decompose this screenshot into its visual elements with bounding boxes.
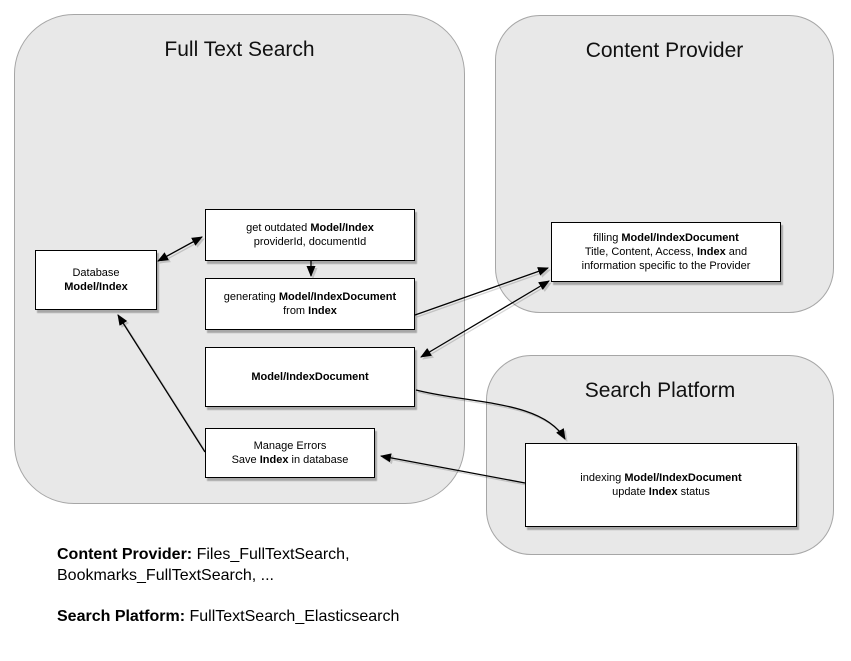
- text-segment: from: [283, 305, 309, 317]
- node-text-line: filling Model/IndexDocument: [593, 231, 738, 245]
- legend-value: Files_FullTextSearch, Bookmarks_FullText…: [57, 546, 350, 584]
- text-segment: status: [677, 486, 710, 498]
- node-database-model-index: Database Model/Index: [35, 250, 157, 310]
- text-segment: Model/IndexDocument: [624, 472, 742, 484]
- text-segment: Manage Errors: [253, 440, 327, 452]
- node-text-line: indexing Model/IndexDocument: [580, 471, 741, 485]
- node-text-line: get outdated Model/Index: [246, 221, 374, 235]
- node-text-line: providerId, documentId: [254, 235, 367, 249]
- legend-content-provider: Content Provider: Files_FullTextSearch, …: [57, 544, 429, 586]
- text-segment: in database: [288, 454, 349, 466]
- text-segment: get outdated: [246, 222, 311, 234]
- node-text-line: information specific to the Provider: [582, 259, 751, 273]
- text-segment: generating: [223, 291, 279, 303]
- text-segment: Database: [72, 267, 120, 279]
- text-segment: Index: [259, 454, 289, 466]
- node-generating-model-index-document: generating Model/IndexDocument from Inde…: [205, 278, 415, 330]
- container-title-content-provider: Content Provider: [585, 39, 744, 62]
- node-get-outdated-model-index: get outdated Model/Index providerId, doc…: [205, 209, 415, 261]
- text-segment: indexing: [580, 472, 625, 484]
- text-segment: filling: [593, 232, 622, 244]
- text-segment: update: [612, 486, 649, 498]
- text-segment: Index: [696, 246, 726, 258]
- text-segment: Save: [231, 454, 260, 466]
- legend-search-platform: Search Platform: FullTextSearch_Elastics…: [57, 606, 477, 627]
- text-segment: Model/Index: [64, 281, 128, 293]
- text-segment: Model/IndexDocument: [251, 371, 369, 383]
- legend-label: Content Provider:: [57, 546, 193, 563]
- node-text-line: Title, Content, Access, Index and: [585, 245, 747, 259]
- text-segment: providerId, documentId: [253, 236, 367, 248]
- node-text-line: Manage Errors: [254, 439, 327, 453]
- node-indexing-model-index-document: indexing Model/IndexDocument update Inde…: [525, 443, 797, 527]
- text-segment: information specific to the Provider: [581, 260, 751, 272]
- node-manage-errors: Manage Errors Save Index in database: [205, 428, 375, 478]
- node-text-line: Model/Index: [64, 280, 128, 294]
- text-segment: Model/IndexDocument: [621, 232, 739, 244]
- legend-label: Search Platform:: [57, 608, 186, 625]
- node-text-line: generating Model/IndexDocument: [224, 290, 396, 304]
- legend-value: FullTextSearch_Elasticsearch: [189, 608, 400, 625]
- node-text-line: from Index: [283, 304, 337, 318]
- node-text-line: Model/IndexDocument: [251, 370, 368, 384]
- container-title-search-platform: Search Platform: [584, 379, 736, 402]
- node-model-index-document: Model/IndexDocument: [205, 347, 415, 407]
- node-text-line: update Index status: [612, 485, 710, 499]
- text-segment: Model/Index: [310, 222, 374, 234]
- node-text-line: Database: [72, 266, 119, 280]
- container-title-full-text-search: Full Text Search: [164, 38, 315, 61]
- text-segment: Index: [648, 486, 678, 498]
- node-filling-model-index-document: filling Model/IndexDocument Title, Conte…: [551, 222, 781, 282]
- text-segment: Title, Content, Access,: [584, 246, 697, 258]
- node-text-line: Save Index in database: [232, 453, 349, 467]
- text-segment: Index: [308, 305, 337, 317]
- text-segment: Model/IndexDocument: [278, 291, 397, 303]
- text-segment: and: [725, 246, 748, 258]
